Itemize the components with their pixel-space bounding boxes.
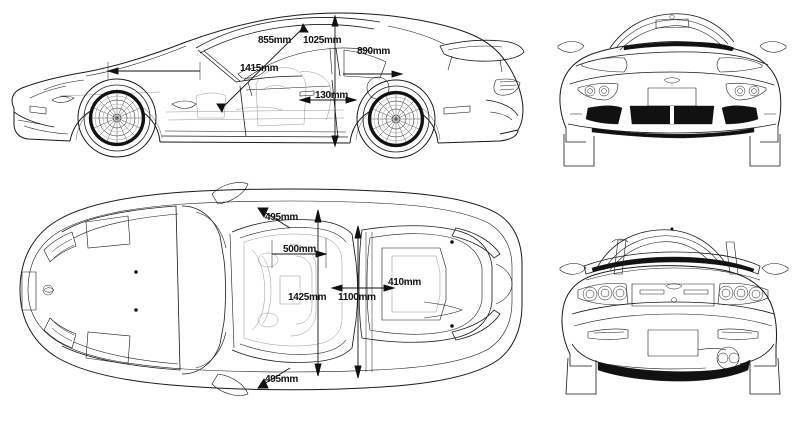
top-hood bbox=[22, 206, 180, 370]
dim-1100mm: 1100mm bbox=[338, 292, 376, 303]
top-rear-hatch bbox=[359, 226, 512, 343]
side-dimension-lines bbox=[106, 14, 404, 148]
top-mirrors bbox=[212, 182, 248, 395]
front-hood bbox=[576, 52, 768, 72]
rear-roof-spoiler bbox=[584, 227, 760, 280]
dim-500mm: 500mm bbox=[283, 244, 316, 255]
dim-1025mm: 1025mm bbox=[303, 35, 342, 46]
side-rear-end bbox=[355, 26, 524, 141]
side-body-outline bbox=[12, 13, 523, 143]
dim-495mm-lower: 495mm bbox=[265, 374, 298, 385]
front-roof-windshield bbox=[610, 14, 734, 52]
top-dimension-lines bbox=[257, 207, 396, 389]
dim-1415mm: 1415mm bbox=[240, 63, 279, 74]
rear-lamps-panel bbox=[572, 283, 774, 326]
rear-view bbox=[548, 218, 800, 398]
side-front-wheel bbox=[78, 79, 156, 157]
rear-tires bbox=[566, 358, 780, 394]
rear-mirrors bbox=[560, 264, 788, 275]
side-profile-view: 855mm 1025mm 890mm 1415mm 130mm bbox=[0, 0, 545, 170]
rear-bumper bbox=[572, 329, 774, 382]
side-rear-wheel bbox=[357, 80, 435, 158]
front-face bbox=[568, 72, 776, 139]
front-tires bbox=[564, 134, 780, 166]
top-view: 495mm 500mm 410mm 1425mm 1100mm 495mm bbox=[0, 172, 545, 427]
dim-1425mm: 1425mm bbox=[288, 292, 327, 303]
front-mirrors bbox=[558, 42, 786, 53]
dim-890mm: 890mm bbox=[357, 46, 390, 57]
side-mirror bbox=[238, 68, 266, 79]
top-interior-ghost bbox=[243, 233, 343, 347]
front-view bbox=[548, 2, 800, 170]
dim-130mm: 130mm bbox=[315, 90, 348, 101]
side-interior-ghost bbox=[195, 67, 332, 127]
dim-410mm: 410mm bbox=[388, 277, 421, 288]
front-body-outline bbox=[560, 42, 781, 142]
dim-495mm-upper: 495mm bbox=[265, 212, 298, 223]
side-greenhouse bbox=[196, 18, 386, 96]
rear-body-outline bbox=[562, 266, 777, 366]
top-cabin bbox=[182, 206, 358, 374]
dim-855mm: 855mm bbox=[258, 35, 291, 46]
